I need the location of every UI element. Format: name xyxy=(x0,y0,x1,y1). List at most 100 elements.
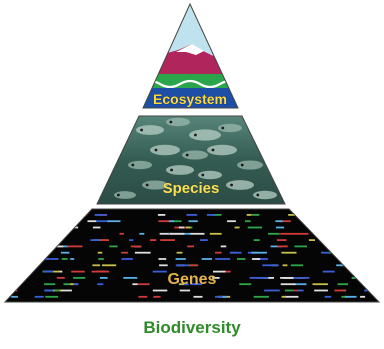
gene-band xyxy=(102,264,113,266)
gene-band xyxy=(158,220,170,222)
gene-band xyxy=(309,239,315,241)
gene-band xyxy=(43,271,53,273)
gene-band xyxy=(150,239,156,241)
gene-band xyxy=(122,258,133,260)
gene-band xyxy=(90,239,99,241)
ecosystem-label: Ecosystem xyxy=(153,91,227,107)
gene-band xyxy=(264,290,280,292)
gene-band xyxy=(88,220,97,222)
fish-eye xyxy=(201,174,204,177)
gene-band xyxy=(294,277,310,279)
gene-band xyxy=(360,296,365,298)
gene-band xyxy=(98,258,104,260)
gene-band xyxy=(356,246,367,248)
gene-band xyxy=(268,233,280,235)
gene-band xyxy=(325,296,332,298)
gene-band xyxy=(109,246,117,248)
gene-band xyxy=(351,246,365,248)
gene-band xyxy=(123,277,137,279)
gene-band xyxy=(190,233,205,235)
gene-band xyxy=(254,239,260,241)
gene-band xyxy=(365,214,374,216)
gene-band xyxy=(215,258,230,260)
fish-eye xyxy=(140,129,143,132)
gene-band xyxy=(283,264,288,266)
gene-band xyxy=(280,233,293,235)
gene-band xyxy=(131,246,142,248)
gene-band xyxy=(359,277,374,279)
gene-band xyxy=(13,227,26,229)
gene-band xyxy=(160,233,170,235)
gene-band xyxy=(313,283,328,285)
gene-band xyxy=(153,271,167,273)
gene-band xyxy=(333,227,340,229)
gene-band xyxy=(280,277,294,279)
gene-band xyxy=(100,277,108,279)
gene-band xyxy=(41,246,48,248)
gene-band xyxy=(210,233,222,235)
gene-band xyxy=(370,271,374,273)
gene-band xyxy=(245,220,251,222)
species-label: Species xyxy=(163,180,220,197)
gene-band xyxy=(45,296,58,298)
gene-band xyxy=(16,264,29,266)
gene-band xyxy=(252,258,260,260)
gene-band xyxy=(159,258,167,260)
fish-shape xyxy=(207,145,237,156)
gene-band xyxy=(70,258,74,260)
gene-band xyxy=(55,290,60,292)
gene-band xyxy=(51,258,59,260)
fish-eye xyxy=(221,127,224,130)
gene-band xyxy=(61,252,70,254)
gene-band xyxy=(160,239,175,241)
gene-band xyxy=(251,252,267,254)
fish-eye xyxy=(169,121,172,124)
gene-band xyxy=(28,214,43,216)
gene-band xyxy=(30,258,37,260)
gene-band xyxy=(176,258,186,260)
gene-band xyxy=(281,283,296,285)
gene-band xyxy=(159,264,168,266)
gene-band xyxy=(53,271,60,273)
gene-band xyxy=(277,239,287,241)
gene-band xyxy=(189,264,198,266)
gene-band xyxy=(221,246,227,248)
gene-band xyxy=(11,252,22,254)
gene-band xyxy=(293,233,308,235)
genes-tier xyxy=(0,205,384,305)
gene-band xyxy=(67,246,82,248)
gene-band xyxy=(262,264,275,266)
gene-band xyxy=(186,227,191,229)
gene-band xyxy=(189,220,198,222)
gene-band xyxy=(367,239,379,241)
fish-shape xyxy=(166,165,194,175)
gene-band xyxy=(57,277,65,279)
gene-band xyxy=(100,239,109,241)
gene-band xyxy=(247,214,252,216)
fish-eye xyxy=(194,134,197,137)
fish-eye xyxy=(186,154,189,157)
gene-band xyxy=(215,296,223,298)
gene-band xyxy=(13,220,21,222)
gene-band xyxy=(334,290,345,292)
fish-eye xyxy=(256,194,259,197)
gene-band xyxy=(135,252,151,254)
gene-band xyxy=(29,239,37,241)
gene-band xyxy=(295,246,308,248)
gene-band xyxy=(153,296,160,298)
gene-band xyxy=(95,214,107,216)
gene-band xyxy=(74,283,79,285)
gene-band xyxy=(194,296,203,298)
gene-band xyxy=(239,283,251,285)
fish-shape xyxy=(150,145,180,156)
gene-band xyxy=(237,258,245,260)
gene-band xyxy=(138,283,150,285)
gene-band xyxy=(179,227,185,229)
gene-band xyxy=(139,233,144,235)
gene-band xyxy=(176,264,190,266)
fish-eye xyxy=(170,169,173,172)
fish-eye xyxy=(212,149,215,152)
fish-shape xyxy=(226,180,254,190)
gene-band xyxy=(39,214,54,216)
